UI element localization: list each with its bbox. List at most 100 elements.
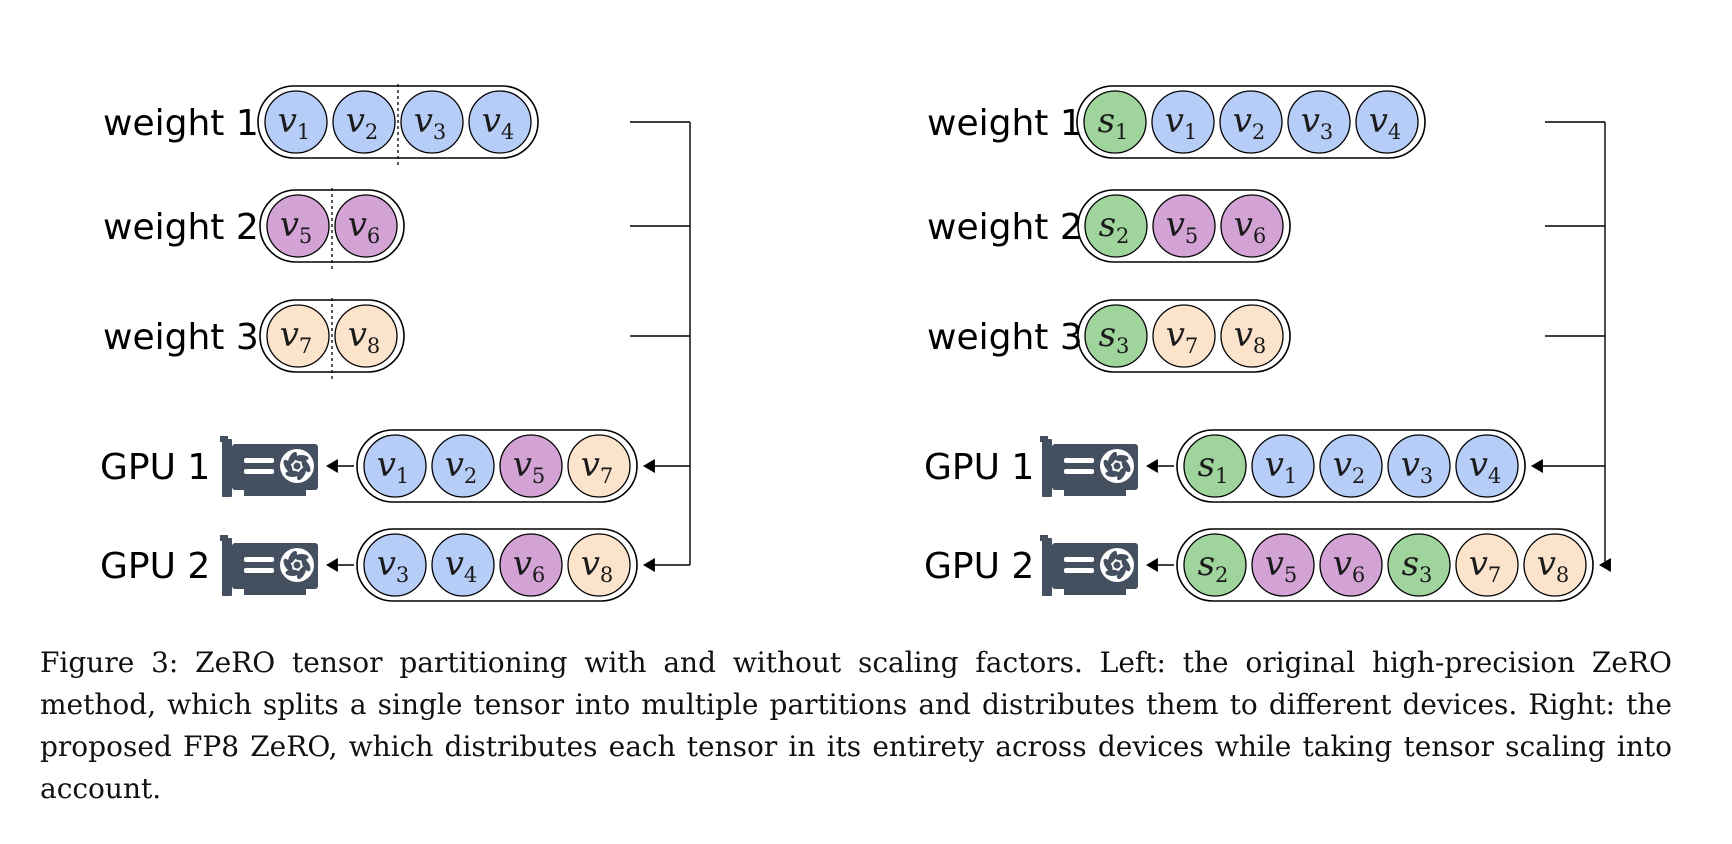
tensor-value-token: v3 xyxy=(363,533,427,597)
tensor-value-token: v7 xyxy=(567,434,631,498)
token-circle xyxy=(1152,304,1216,368)
token-circle xyxy=(1319,434,1383,498)
token-circle xyxy=(1084,194,1148,258)
tensor-pill xyxy=(356,429,638,503)
token-label: s1 xyxy=(1098,101,1129,144)
token-circle xyxy=(1083,90,1147,154)
token-label: s3 xyxy=(1099,315,1130,358)
token-label: v8 xyxy=(348,315,381,358)
token-circle xyxy=(334,194,398,258)
tensor-value-token: v6 xyxy=(1319,533,1383,597)
row-label: weight 3 xyxy=(927,317,1083,358)
token-circle xyxy=(334,304,398,368)
token-circle xyxy=(567,434,631,498)
row-label: GPU 1 xyxy=(100,447,210,488)
arrowhead-icon xyxy=(1599,558,1611,572)
token-circle xyxy=(1251,533,1315,597)
token-circle xyxy=(1151,90,1215,154)
tensor-value-token: v5 xyxy=(266,194,330,258)
tensor-value-token: v1 xyxy=(363,434,427,498)
arrowhead-icon xyxy=(326,558,338,572)
scale-factor-token: s2 xyxy=(1084,194,1148,258)
tensor-value-token: v4 xyxy=(431,533,495,597)
tensor-value-token: v8 xyxy=(334,304,398,368)
token-circle xyxy=(332,90,396,154)
tensor-value-token: v2 xyxy=(431,434,495,498)
token-circle xyxy=(567,533,631,597)
scale-factor-token: s2 xyxy=(1183,533,1247,597)
token-label: v4 xyxy=(445,544,478,587)
token-circle xyxy=(431,434,495,498)
token-label: v6 xyxy=(1333,544,1366,587)
token-label: v5 xyxy=(513,445,546,488)
tensor-pill xyxy=(1176,528,1594,602)
row-label: weight 2 xyxy=(927,207,1083,248)
tensor-value-token: v3 xyxy=(400,90,464,154)
token-label: v2 xyxy=(1233,101,1266,144)
token-circle xyxy=(1455,533,1519,597)
row-label: weight 1 xyxy=(927,103,1083,144)
gpu-card-icon xyxy=(220,436,318,497)
tensor-value-token: v5 xyxy=(1152,194,1216,258)
token-circle xyxy=(1183,533,1247,597)
tensor-pill xyxy=(356,528,638,602)
token-circle xyxy=(363,533,427,597)
token-label: v1 xyxy=(278,101,311,144)
token-label: v4 xyxy=(1469,445,1502,488)
tensor-value-token: v7 xyxy=(1152,304,1216,368)
arrowhead-icon xyxy=(643,459,655,473)
token-circle xyxy=(1084,304,1148,368)
token-circle xyxy=(1287,90,1351,154)
token-label: v7 xyxy=(1469,544,1502,587)
tensor-value-token: v7 xyxy=(1455,533,1519,597)
gpu-card-icon xyxy=(1040,436,1138,497)
token-label: v7 xyxy=(280,315,313,358)
token-circle xyxy=(1387,434,1451,498)
tensor-value-token: v8 xyxy=(567,533,631,597)
token-label: v4 xyxy=(1369,101,1402,144)
tensor-value-token: v1 xyxy=(1251,434,1315,498)
arrowhead-icon xyxy=(326,459,338,473)
token-label: v3 xyxy=(1401,445,1434,488)
tensor-value-token: v2 xyxy=(1319,434,1383,498)
gpu-card-icon xyxy=(220,535,318,596)
token-circle xyxy=(499,533,563,597)
token-circle xyxy=(1251,434,1315,498)
tensor-pill xyxy=(1076,85,1426,159)
row-label: weight 2 xyxy=(103,207,259,248)
arrowhead-icon xyxy=(1531,459,1543,473)
token-label: s1 xyxy=(1198,445,1229,488)
token-circle xyxy=(400,90,464,154)
scale-factor-token: s1 xyxy=(1183,434,1247,498)
token-label: v3 xyxy=(377,544,410,587)
row-label: GPU 2 xyxy=(100,546,210,587)
token-label: v5 xyxy=(280,205,313,248)
tensor-pill xyxy=(1077,189,1291,263)
arrowhead-icon xyxy=(1146,459,1158,473)
token-circle xyxy=(1355,90,1419,154)
row-label: weight 1 xyxy=(103,103,259,144)
tensor-value-token: v4 xyxy=(468,90,532,154)
tensor-pill xyxy=(1077,299,1291,373)
tensor-value-token: v1 xyxy=(264,90,328,154)
row-label: GPU 2 xyxy=(924,546,1034,587)
token-label: v2 xyxy=(346,101,379,144)
token-circle xyxy=(363,434,427,498)
token-circle xyxy=(499,434,563,498)
token-circle xyxy=(1219,90,1283,154)
token-label: v7 xyxy=(581,445,614,488)
token-circle xyxy=(1152,194,1216,258)
token-label: v8 xyxy=(581,544,614,587)
tensor-value-token: v7 xyxy=(266,304,330,368)
token-circle xyxy=(1220,194,1284,258)
scale-factor-token: s3 xyxy=(1387,533,1451,597)
figure-caption: Figure 3: ZeRO tensor partitioning with … xyxy=(40,646,1672,805)
